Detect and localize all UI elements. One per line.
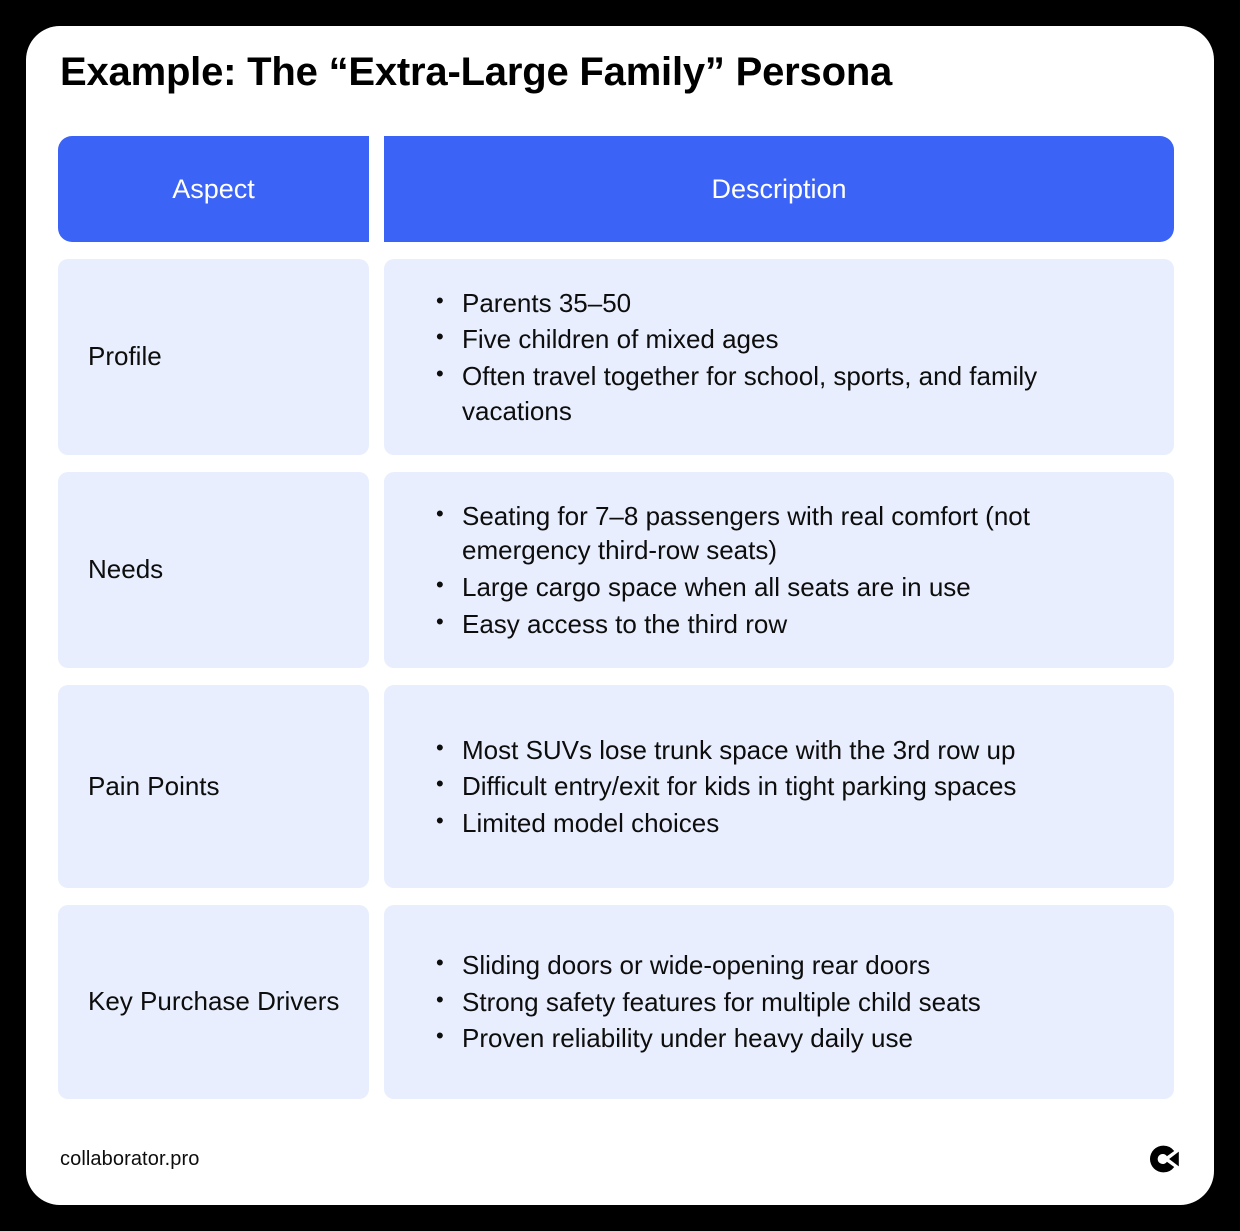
table-row: Profile Parents 35–50 Five children of m… [58,259,1174,455]
column-header-aspect: Aspect [58,136,369,242]
page-title: Example: The “Extra-Large Family” Person… [60,50,893,94]
footer-website-url: collaborator.pro [60,1147,200,1170]
aspect-label-needs: Needs [58,472,369,668]
table-row: Pain Points Most SUVs lose trunk space w… [58,685,1174,888]
bullet-list: Parents 35–50 Five children of mixed age… [434,285,1154,428]
list-item: Sliding doors or wide-opening rear doors [434,947,1154,983]
list-item: Seating for 7–8 passengers with real com… [434,498,1154,568]
table-row: Key Purchase Drivers Sliding doors or wi… [58,905,1174,1099]
aspect-label-profile: Profile [58,259,369,455]
list-item: Most SUVs lose trunk space with the 3rd … [434,732,1154,768]
description-cell-profile: Parents 35–50 Five children of mixed age… [384,259,1174,455]
table-row: Needs Seating for 7–8 passengers with re… [58,472,1174,668]
list-item: Five children of mixed ages [434,321,1154,357]
list-item: Often travel together for school, sports… [434,358,1154,428]
bullet-list: Sliding doors or wide-opening rear doors… [434,947,1154,1056]
aspect-label-key-purchase-drivers: Key Purchase Drivers [58,905,369,1099]
description-cell-pain-points: Most SUVs lose trunk space with the 3rd … [384,685,1174,888]
bullet-list: Most SUVs lose trunk space with the 3rd … [434,732,1154,841]
aspect-label-pain-points: Pain Points [58,685,369,888]
list-item: Large cargo space when all seats are in … [434,569,1154,605]
table-header-row: Aspect Description [58,136,1174,242]
content-card: Example: The “Extra-Large Family” Person… [26,26,1214,1205]
bullet-list: Seating for 7–8 passengers with real com… [434,498,1154,642]
list-item: Proven reliability under heavy daily use [434,1020,1154,1056]
collaborator-logo-icon [1146,1142,1180,1176]
description-cell-needs: Seating for 7–8 passengers with real com… [384,472,1174,668]
footer: collaborator.pro [60,1139,1180,1179]
description-cell-key-purchase-drivers: Sliding doors or wide-opening rear doors… [384,905,1174,1099]
list-item: Easy access to the third row [434,606,1154,642]
list-item: Difficult entry/exit for kids in tight p… [434,768,1154,804]
column-header-description: Description [384,136,1174,242]
list-item: Limited model choices [434,805,1154,841]
persona-table: Aspect Description Profile Parents 35–50… [58,136,1174,1099]
list-item: Strong safety features for multiple chil… [434,984,1154,1020]
list-item: Parents 35–50 [434,285,1154,321]
